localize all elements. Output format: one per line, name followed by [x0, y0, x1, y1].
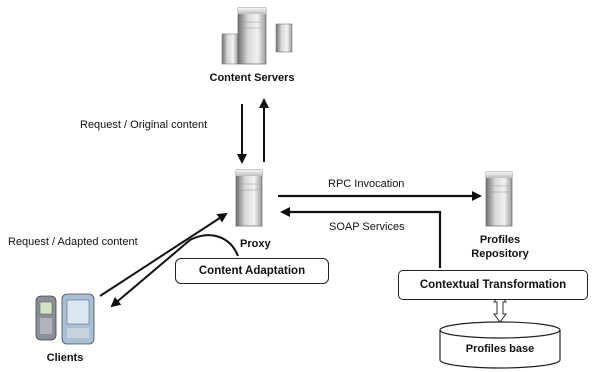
pda-icon	[61, 293, 95, 345]
request-original-content-label: Request / Original content	[80, 119, 208, 131]
request-adapted-content-label: Request / Adapted content	[8, 236, 138, 248]
database-icon	[439, 321, 561, 369]
content-adaptation-box: Content Adaptation	[175, 258, 329, 284]
server-icon	[221, 7, 293, 65]
content-servers-label: Content Servers	[209, 72, 295, 84]
server-icon	[485, 171, 513, 227]
profiles-base-label: Profiles base	[465, 343, 535, 355]
proxy-label: Proxy	[240, 238, 271, 250]
rpc-invocation-label: RPC Invocation	[328, 178, 405, 190]
profiles-repository-label-line1: Profiles	[479, 234, 521, 246]
soap-services-label: SOAP Services	[329, 221, 405, 233]
clients-label: Clients	[46, 352, 84, 364]
phone-icon	[35, 295, 57, 341]
profiles-repository-label-line2: Repository	[471, 248, 529, 260]
arrow-request-from-clients	[99, 212, 228, 297]
contextual-transformation-box: Contextual Transformation	[398, 270, 588, 300]
server-icon	[235, 169, 263, 227]
arrow-soap-services	[280, 207, 442, 268]
arrow-adapted-to-clients	[110, 234, 239, 308]
